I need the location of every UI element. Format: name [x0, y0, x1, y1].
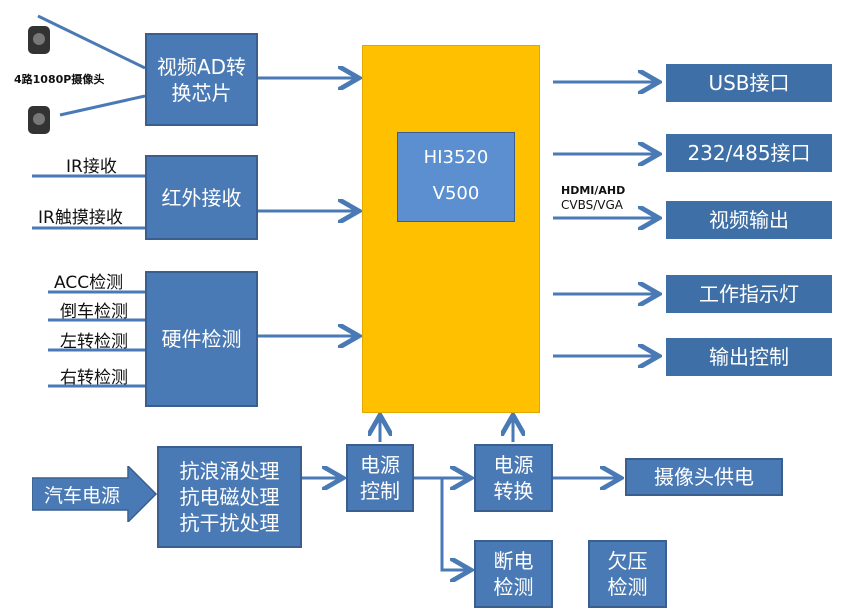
video-ad-line1: 视频AD转 — [156, 54, 247, 79]
power-control-line2: 控制 — [360, 479, 400, 503]
hi3520-chip: HI3520 V500 — [397, 132, 515, 222]
ir-receiver-box: 红外接收 — [145, 155, 258, 240]
camera-label: 4路1080P摄像头 — [14, 73, 105, 86]
video-out-caption-2: CVBS/VGA — [561, 198, 623, 212]
usb-box: USB接口 — [666, 64, 832, 102]
reverse-detect-label: 倒车检测 — [60, 302, 128, 322]
power-off-line1: 断电 — [493, 549, 534, 573]
output-control-box: 输出控制 — [666, 338, 832, 376]
undervolt-line2: 检测 — [607, 575, 648, 599]
undervolt-line1: 欠压 — [607, 549, 648, 573]
car-power-label: 汽车电源 — [44, 485, 121, 507]
camera-power-label: 摄像头供电 — [654, 465, 754, 489]
power-convert-line1: 电源 — [493, 453, 534, 477]
power-off-detect-box: 断电检测 — [474, 540, 553, 608]
undervolt-detect-box: 欠压检测 — [588, 540, 667, 608]
ir-touch-label: IR触摸接收 — [38, 208, 123, 228]
protection-line3: 抗干扰处理 — [179, 511, 280, 535]
protection-box: 抗浪涌处理 抗电磁处理 抗干扰处理 — [157, 446, 302, 548]
power-convert-box: 电源转换 — [474, 444, 553, 512]
protection-line2: 抗电磁处理 — [179, 485, 280, 509]
power-off-line2: 检测 — [493, 575, 534, 599]
ir-receive-label: IR接收 — [66, 157, 117, 177]
rs-interface-box: 232/485接口 — [666, 134, 832, 172]
power-convert-line2: 转换 — [493, 479, 534, 503]
left-turn-label: 左转检测 — [60, 332, 128, 352]
camera-icon — [28, 106, 50, 134]
indicator-label: 工作指示灯 — [699, 282, 799, 306]
protection-line1: 抗浪涌处理 — [179, 459, 280, 483]
hardware-detect-box: 硬件检测 — [145, 271, 258, 407]
right-turn-label: 右转检测 — [60, 368, 128, 388]
chip-line2: V500 — [432, 183, 480, 204]
video-out-box: 视频输出 — [666, 201, 832, 239]
rs-label: 232/485接口 — [687, 141, 811, 165]
power-control-line1: 电源 — [360, 453, 400, 477]
acc-detect-label: ACC检测 — [54, 273, 124, 293]
power-control-box: 电源控制 — [346, 444, 414, 512]
camera-icon — [28, 26, 50, 54]
ir-receiver-label: 红外接收 — [161, 185, 242, 210]
soc-block — [362, 45, 540, 413]
indicator-box: 工作指示灯 — [666, 275, 832, 313]
hardware-detect-label: 硬件检测 — [161, 327, 242, 351]
camera-power-box: 摄像头供电 — [625, 458, 783, 496]
car-power-arrow — [32, 466, 158, 522]
video-ad-chip-box: 视频AD转换芯片 — [145, 33, 258, 126]
video-ad-line2: 换芯片 — [171, 80, 232, 105]
chip-line1: HI3520 — [423, 147, 489, 168]
output-control-label: 输出控制 — [709, 345, 789, 369]
video-out-caption-1: HDMI/AHD — [561, 184, 626, 197]
usb-label: USB接口 — [708, 71, 790, 95]
video-out-label: 视频输出 — [709, 208, 789, 232]
